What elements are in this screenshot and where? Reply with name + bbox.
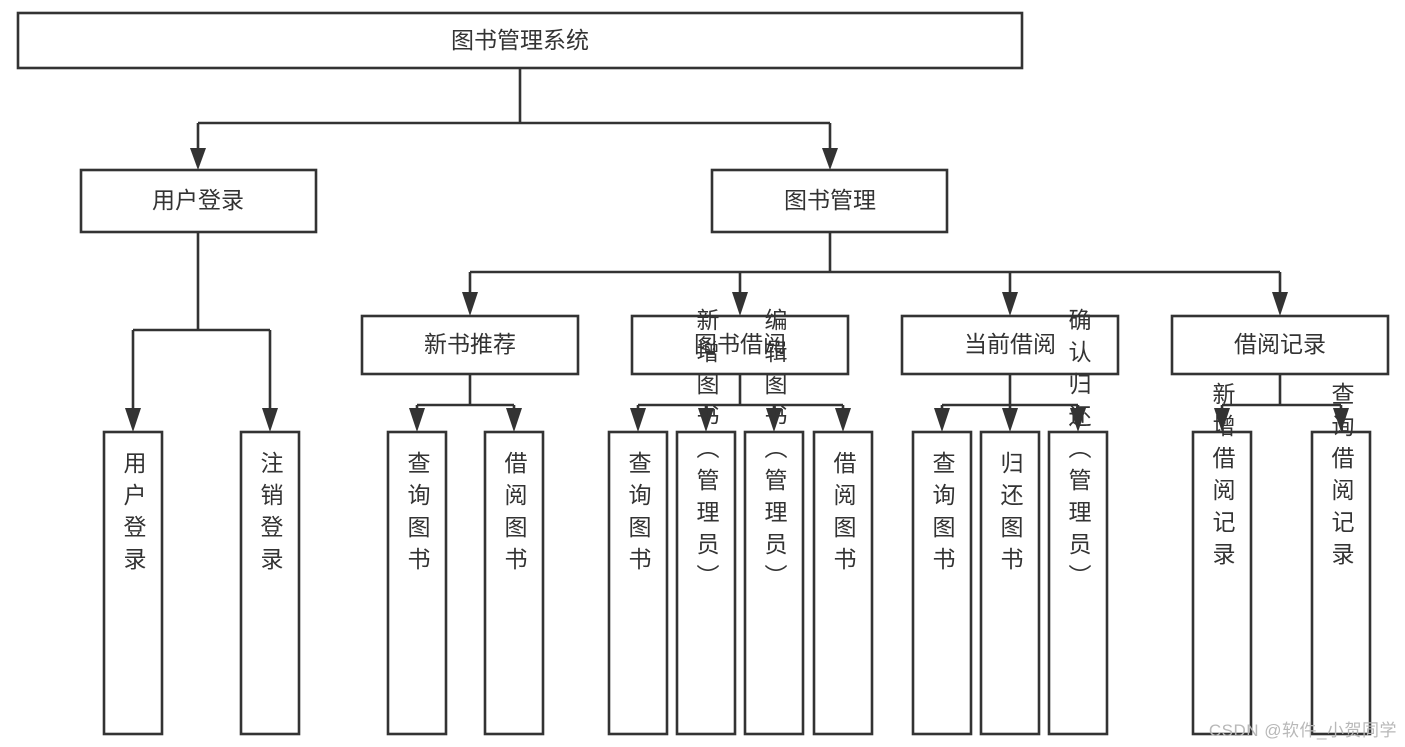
leaf-new-book-1-label: 查询图书: [404, 451, 431, 579]
leaf-user-login-2[interactable]: 注销登录: [239, 430, 301, 736]
leaf-book-borrow-4[interactable]: 借阅图书: [812, 430, 874, 736]
leaf-new-book-2-label: 借阅图书: [501, 451, 528, 579]
leaf-new-book-2[interactable]: 借阅图书: [483, 430, 545, 736]
leaf-new-book-1[interactable]: 查询图书: [386, 430, 448, 736]
node-current-borrow[interactable]: 当前借阅: [900, 314, 1120, 376]
leaf-current-borrow-2[interactable]: 归还图书: [979, 430, 1041, 736]
node-new-book-recommend[interactable]: 新书推荐: [360, 314, 580, 376]
arrow-to-user-login: [190, 148, 206, 170]
leaf-current-borrow-1[interactable]: 查询图书: [911, 430, 973, 736]
watermark: CSDN @软件_小贺同学: [1208, 721, 1397, 740]
arrow-to-current-borrow: [1002, 292, 1018, 316]
node-root-label: 图书管理系统: [451, 27, 589, 53]
arrow-new-book-b2: [506, 408, 522, 432]
arrow-current-borrow-b3: [1070, 408, 1086, 432]
leaf-borrow-record-2-label: 查询借阅记录: [1328, 382, 1355, 574]
leaf-book-borrow-4-label: 借阅图书: [830, 451, 857, 579]
leaf-borrow-record-1[interactable]: 新增借阅记录: [1191, 382, 1253, 736]
arrow-book-borrow-b1: [630, 408, 646, 432]
node-new-book-recommend-label: 新书推荐: [424, 331, 516, 357]
arrow-to-new-book: [462, 292, 478, 316]
leaf-current-borrow-2-label: 归还图书: [997, 451, 1024, 579]
arrow-new-book-b1: [409, 408, 425, 432]
leaf-user-login-2-label: 注销登录: [257, 451, 284, 579]
node-book-borrow[interactable]: 图书借阅: [630, 314, 850, 376]
arrow-current-borrow-b1: [934, 408, 950, 432]
arrow-book-borrow-b4: [835, 408, 851, 432]
leaf-current-borrow-3-label: 确认归还（管理员）: [1065, 308, 1092, 596]
leaf-borrow-record-1-label: 新增借阅记录: [1209, 382, 1236, 574]
node-book-manage[interactable]: 图书管理: [710, 168, 949, 234]
arrow-current-borrow-b2: [1002, 408, 1018, 432]
leaf-user-login-1-label: 用户登录: [120, 451, 147, 579]
leaf-book-borrow-1[interactable]: 查询图书: [607, 430, 669, 736]
leaf-book-borrow-3[interactable]: 编辑图书（管理员）: [743, 308, 805, 736]
arrow-to-book-manage: [822, 148, 838, 170]
node-user-login[interactable]: 用户登录: [79, 168, 318, 234]
leaf-book-borrow-1-label: 查询图书: [625, 451, 652, 579]
node-borrow-record[interactable]: 借阅记录: [1170, 314, 1390, 376]
node-borrow-record-label: 借阅记录: [1234, 331, 1326, 357]
leaf-book-borrow-3-label: 编辑图书（管理员）: [761, 308, 788, 596]
leaf-current-borrow-3[interactable]: 确认归还（管理员）: [1047, 308, 1109, 736]
node-root[interactable]: 图书管理系统: [16, 11, 1024, 70]
arrow-to-book-borrow: [732, 292, 748, 316]
arrow-borrow-record-b2: [1333, 408, 1349, 432]
arrow-book-borrow-b3: [766, 408, 782, 432]
connectors: [125, 68, 1349, 432]
arrow-to-borrow-record: [1272, 292, 1288, 316]
arrow-borrow-record-b1: [1214, 408, 1230, 432]
node-book-manage-label: 图书管理: [784, 187, 876, 213]
leaf-book-borrow-2[interactable]: 新增图书（管理员）: [675, 308, 737, 736]
arrow-book-borrow-b2: [698, 408, 714, 432]
node-book-borrow-label: 图书借阅: [694, 331, 786, 357]
node-user-login-label: 用户登录: [152, 187, 244, 213]
leaf-book-borrow-2-label: 新增图书（管理员）: [693, 308, 720, 596]
leaf-borrow-record-2[interactable]: 查询借阅记录: [1310, 382, 1372, 736]
leaf-user-login-1[interactable]: 用户登录: [102, 430, 164, 736]
arrow-user-login-b2: [262, 408, 278, 432]
arrow-user-login-b1: [125, 408, 141, 432]
leaf-current-borrow-1-label: 查询图书: [929, 451, 956, 579]
node-current-borrow-label: 当前借阅: [964, 331, 1056, 357]
